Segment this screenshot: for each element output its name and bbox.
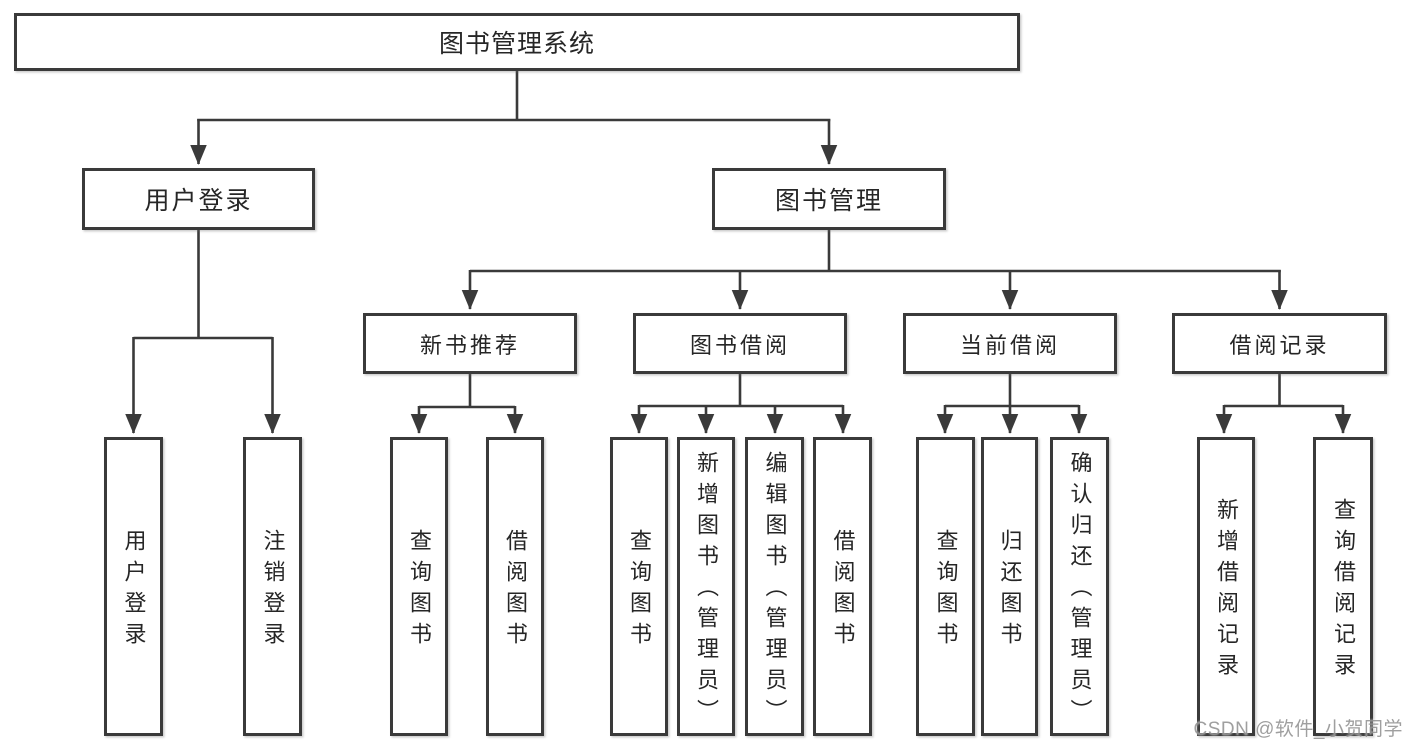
node-query-books-borrow: 查询图书 bbox=[610, 437, 668, 736]
node-new-book-recommendation: 新书推荐 bbox=[363, 313, 577, 374]
node-add-borrow-record: 新增借阅记录 bbox=[1197, 437, 1255, 736]
node-edit-books-admin: 编辑图书（管理员） bbox=[745, 437, 804, 736]
node-borrow-books-leaf: 借阅图书 bbox=[813, 437, 872, 736]
node-label: 编辑图书（管理员） bbox=[762, 451, 788, 730]
node-label: 查询图书 bbox=[407, 528, 432, 653]
node-label: 归还图书 bbox=[997, 528, 1023, 653]
node-logout-login: 注销登录 bbox=[243, 437, 302, 736]
node-label: 确认归还（管理员） bbox=[1067, 451, 1093, 730]
node-label: 新增图书（管理员） bbox=[694, 451, 719, 730]
node-label: 查询图书 bbox=[933, 528, 959, 653]
node-return-books: 归还图书 bbox=[981, 437, 1038, 736]
node-label: 借阅图书 bbox=[503, 528, 528, 653]
node-query-books-recommend: 查询图书 bbox=[390, 437, 448, 736]
node-label: 新增借阅记录 bbox=[1214, 497, 1239, 684]
node-book-borrowing: 图书借阅 bbox=[633, 313, 847, 374]
watermark: CSDN @软件_小贺同学 bbox=[1193, 719, 1403, 740]
node-user-login-leaf: 用户登录 bbox=[104, 437, 163, 736]
node-book-management: 图书管理 bbox=[712, 168, 946, 230]
node-borrow-books-recommend: 借阅图书 bbox=[486, 437, 544, 736]
node-label: 查询图书 bbox=[627, 528, 652, 653]
node-add-books-admin: 新增图书（管理员） bbox=[677, 437, 735, 736]
node-label: 用户登录 bbox=[121, 528, 147, 653]
node-query-borrow-record: 查询借阅记录 bbox=[1313, 437, 1373, 736]
node-label: 注销登录 bbox=[260, 528, 286, 653]
node-current-borrowing: 当前借阅 bbox=[903, 313, 1117, 374]
node-borrowing-records: 借阅记录 bbox=[1172, 313, 1387, 374]
node-confirm-return-admin: 确认归还（管理员） bbox=[1050, 437, 1109, 736]
node-label: 借阅图书 bbox=[830, 528, 856, 653]
node-label: 查询借阅记录 bbox=[1331, 497, 1356, 684]
node-query-books-current: 查询图书 bbox=[916, 437, 975, 736]
node-library-management-system: 图书管理系统 bbox=[14, 13, 1020, 71]
node-user-login: 用户登录 bbox=[82, 168, 315, 230]
